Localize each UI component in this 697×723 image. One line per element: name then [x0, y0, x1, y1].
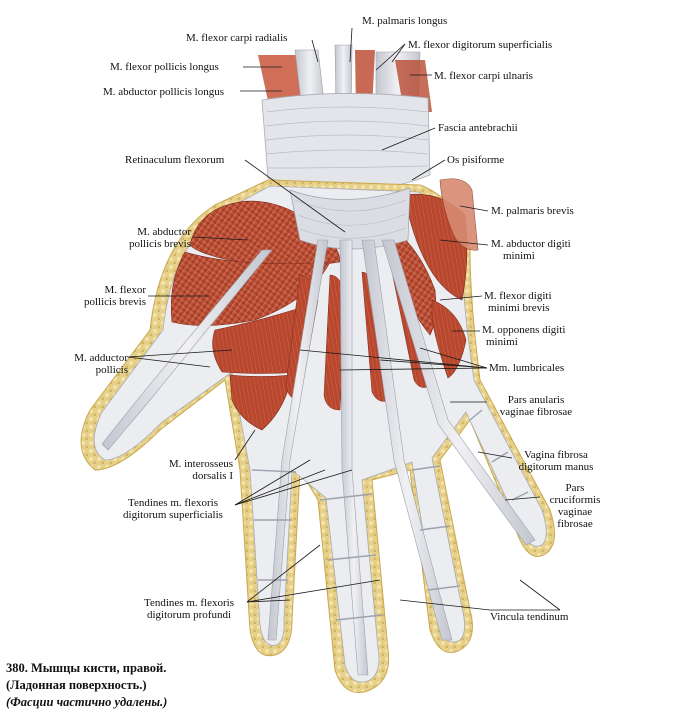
label-vagina-fibrosa: Vagina fibrosa digitorum manus — [518, 449, 594, 473]
label-flexor-carpi-ulnaris: M. flexor carpi ulnaris — [434, 70, 533, 82]
figure-caption: 380. Мышцы кисти, правой. (Ладонная пове… — [6, 660, 167, 711]
caption-title: 380. Мышцы кисти, правой. — [6, 661, 167, 675]
interosseus-dorsalis-i — [229, 374, 293, 431]
label-flexor-carpi-radialis: M. flexor carpi radialis — [186, 32, 288, 44]
label-tendines-profundi: Tendines m. flexoris digitorum profundi — [144, 597, 234, 621]
label-fascia-antebrachii: Fascia antebrachii — [438, 122, 518, 134]
leader-lines — [127, 27, 561, 611]
caption-note: (Фасции частично удалены.) — [6, 695, 168, 709]
label-adductor-pollicis: M. adductor pollicis — [74, 352, 128, 376]
label-flexor-pollicis-longus: M. flexor pollicis longus — [110, 61, 219, 73]
label-abductor-pollicis-brevis: M. abductor pollicis brevis — [128, 226, 191, 250]
fascia-antebrachii — [261, 93, 431, 192]
label-vincula-tendinum: Vincula tendinum — [490, 611, 569, 623]
label-os-pisiforme: Os pisiforme — [447, 154, 505, 166]
label-pars-cruciformis: Pars cruciformis vaginae fibrosae — [549, 482, 601, 530]
label-interosseus-dorsalis: M. interosseus dorsalis I — [168, 458, 233, 482]
opponens-digiti-minimi — [431, 299, 467, 379]
label-palmaris-brevis: M. palmaris brevis — [491, 205, 574, 217]
label-flexor-digiti-minimi-brevis: M. flexor digiti minimi brevis — [484, 290, 552, 314]
flexor-tendons — [101, 239, 536, 676]
label-flexor-digitorum-superficialis: M. flexor digitorum superficialis — [408, 39, 553, 51]
fascia-fibers — [265, 106, 429, 169]
caption-subtitle: (Ладонная поверхность.) — [6, 678, 147, 692]
label-flexor-pollicis-brevis: M. flexor pollicis brevis — [83, 284, 146, 308]
label-palmaris-longus: M. palmaris longus — [362, 15, 448, 27]
label-opponens-digiti-minimi: M. opponens digiti minimi — [482, 324, 566, 348]
palmaris-brevis — [439, 178, 479, 251]
label-lumbricales: Mm. lumbricales — [489, 362, 565, 374]
label-abductor-digiti-minimi: M. abductor digiti minimi — [491, 238, 571, 262]
fibrous-sheath-bands — [251, 409, 529, 621]
label-pars-anularis: Pars anularis vaginae fibrosae — [499, 394, 573, 418]
label-abductor-pollicis-longus: M. abductor pollicis longus — [103, 86, 224, 98]
label-retinaculum-flexorum: Retinaculum flexorum — [125, 154, 225, 166]
label-tendines-superficialis: Tendines m. flexoris digitorum superfici… — [123, 497, 223, 521]
